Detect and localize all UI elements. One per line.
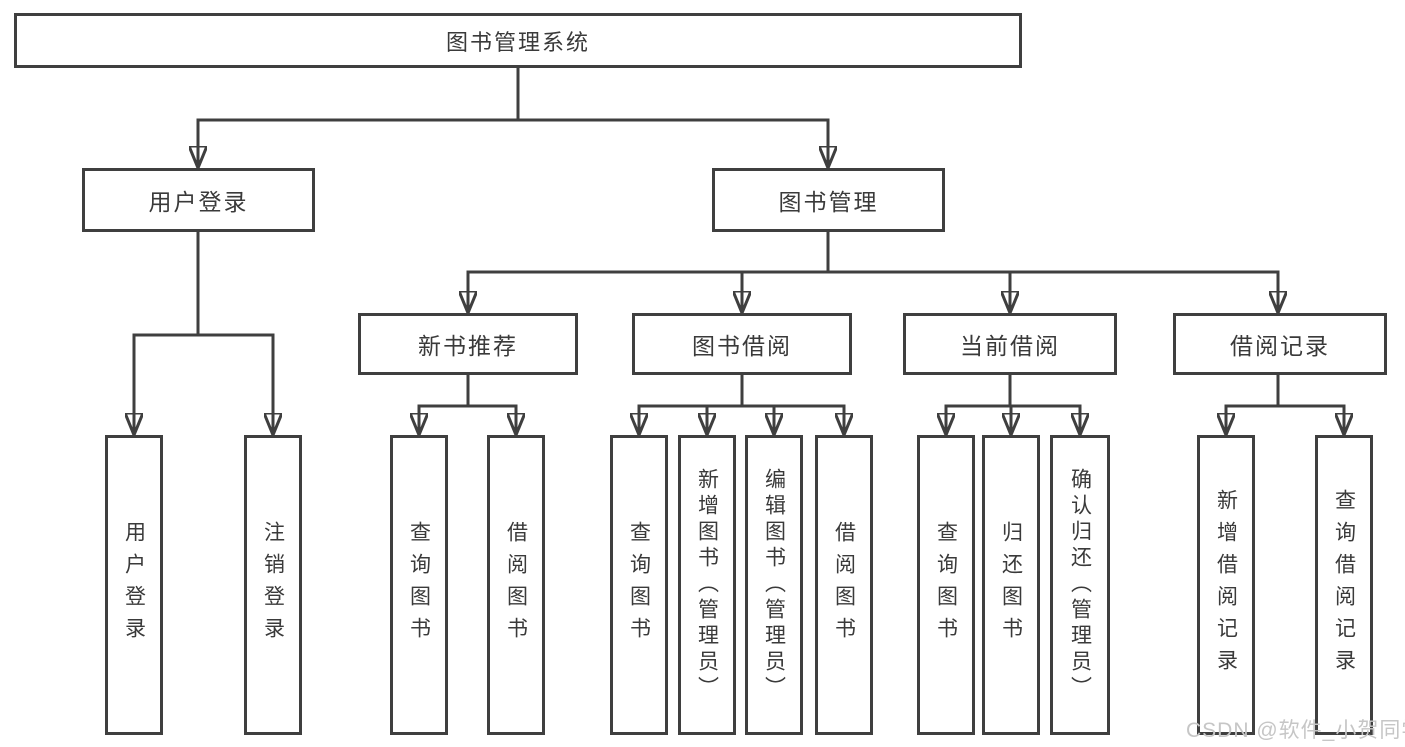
node-new-book-recommend-label: 新书推荐 [418, 333, 518, 359]
leaf-query-books-borrowing-label: 查询图书 [627, 521, 651, 649]
leaf-query-books-current: 查询图书 [917, 435, 975, 735]
leaf-query-books-recommend: 查询图书 [390, 435, 448, 735]
leaf-query-books-borrowing: 查询图书 [610, 435, 668, 735]
watermark-text: CSDN @软件_小贺同学 [1186, 719, 1405, 742]
node-new-book-recommend: 新书推荐 [358, 313, 578, 375]
leaf-add-borrow-record-label: 新增借阅记录 [1214, 489, 1238, 681]
node-user-login: 用户登录 [82, 168, 315, 232]
leaf-query-borrow-record-label: 查询借阅记录 [1332, 489, 1356, 681]
leaf-add-borrow-record: 新增借阅记录 [1197, 435, 1255, 735]
leaf-borrow-books-borrowing-label: 借阅图书 [832, 521, 856, 649]
node-book-management-label: 图书管理 [778, 189, 879, 215]
node-user-login-label: 用户登录 [148, 189, 249, 215]
node-current-borrowing: 当前借阅 [903, 313, 1117, 375]
node-book-management: 图书管理 [712, 168, 945, 232]
node-borrowing-records: 借阅记录 [1173, 313, 1387, 375]
node-borrowing-records-label: 借阅记录 [1230, 333, 1330, 359]
leaf-add-books-admin: 新增图书（管理员） [678, 435, 736, 735]
node-book-borrowing: 图书借阅 [632, 313, 852, 375]
leaf-borrow-books-recommend: 借阅图书 [487, 435, 545, 735]
leaf-user-login: 用户登录 [105, 435, 163, 735]
node-root-label: 图书管理系统 [445, 29, 590, 55]
leaf-confirm-return-admin-label: 确认归还（管理员） [1068, 468, 1092, 702]
leaf-borrow-books-recommend-label: 借阅图书 [504, 521, 528, 649]
leaf-query-books-current-label: 查询图书 [934, 521, 958, 649]
node-current-borrowing-label: 当前借阅 [960, 333, 1060, 359]
leaf-edit-books-admin: 编辑图书（管理员） [745, 435, 803, 735]
leaf-edit-books-admin-label: 编辑图书（管理员） [762, 468, 786, 702]
leaf-user-login-label: 用户登录 [122, 521, 146, 649]
leaf-query-books-recommend-label: 查询图书 [407, 521, 431, 649]
leaf-borrow-books-borrowing: 借阅图书 [815, 435, 873, 735]
leaf-add-books-admin-label: 新增图书（管理员） [695, 468, 719, 702]
node-book-borrowing-label: 图书借阅 [692, 333, 792, 359]
node-root: 图书管理系统 [14, 13, 1022, 68]
leaf-logout: 注销登录 [244, 435, 302, 735]
leaf-query-borrow-record: 查询借阅记录 [1315, 435, 1373, 735]
leaf-logout-label: 注销登录 [261, 521, 285, 649]
leaf-confirm-return-admin: 确认归还（管理员） [1050, 435, 1110, 735]
leaf-return-books: 归还图书 [982, 435, 1040, 735]
leaf-return-books-label: 归还图书 [999, 521, 1023, 649]
